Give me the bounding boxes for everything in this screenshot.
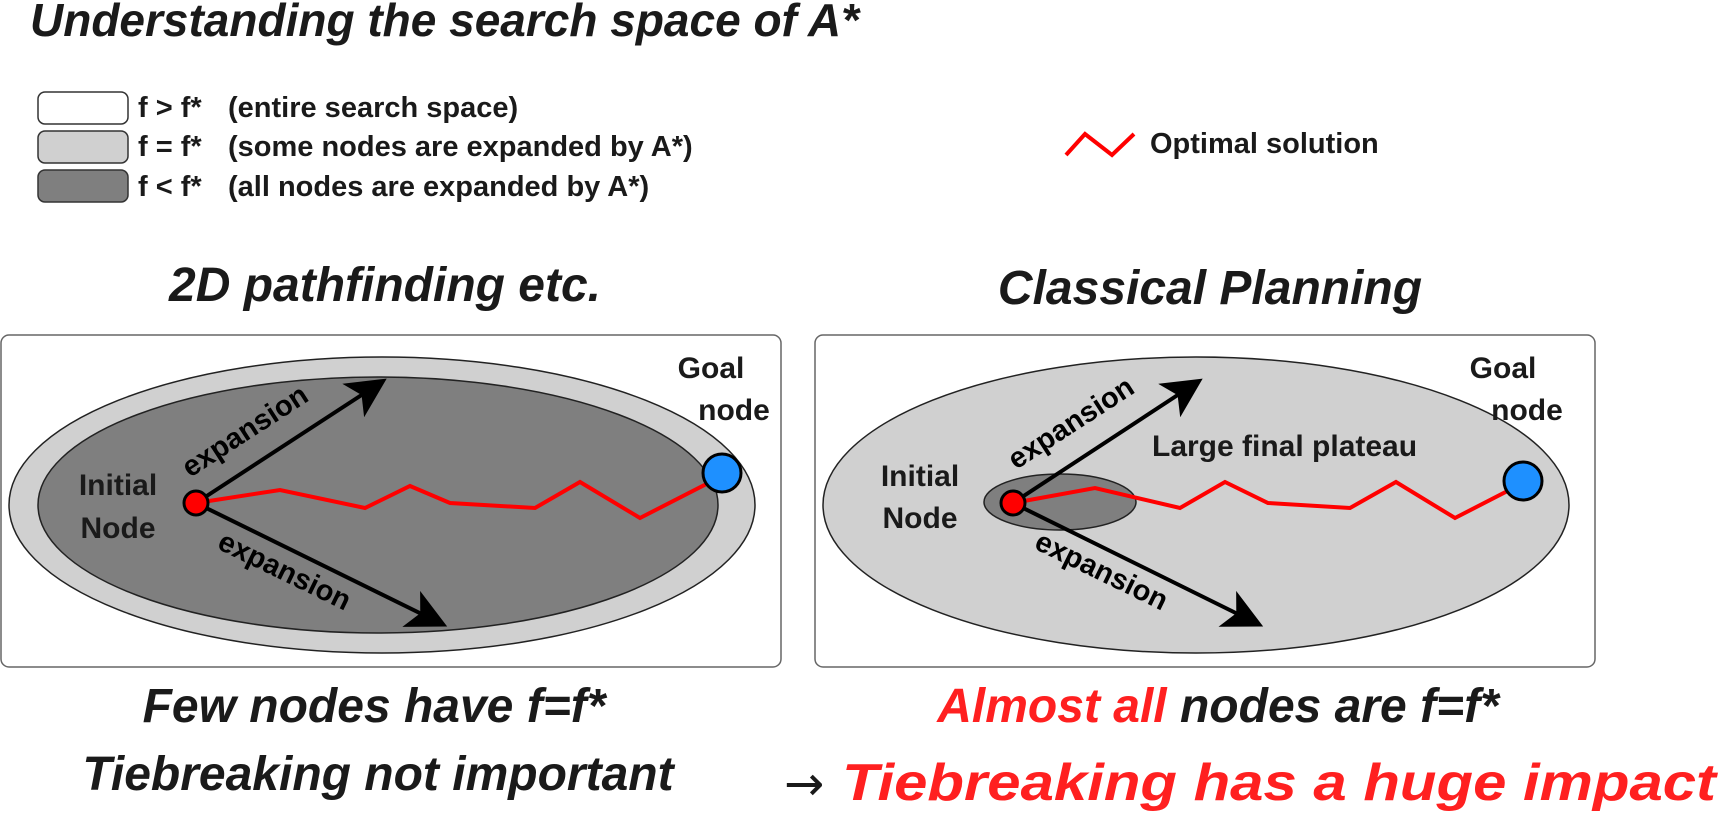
right-panel-heading: Classical Planning [998, 262, 1422, 315]
right-initial-node [999, 489, 1027, 517]
right-caption-1: Almost all nodes are f=f* [936, 680, 1501, 733]
right-optimal-path [1012, 479, 1526, 521]
right-caption-1-rest: nodes are f=f* [1167, 680, 1501, 733]
right-outer-region [822, 356, 1570, 654]
right-caption-1-emphasis: Almost all [936, 680, 1168, 733]
left-panel: expansion expansion Initial Node Goal no… [0, 334, 782, 668]
left-initial-label-2: Node [81, 512, 156, 545]
right-goal-label-1: Goal [1470, 352, 1537, 385]
right-expansion-lower-arrow [1012, 501, 1264, 627]
right-goal-node [1502, 460, 1544, 502]
left-expansion-upper-arrow [194, 378, 387, 505]
legend-swatch-light [37, 130, 129, 164]
left-initial-label-1: Initial [79, 469, 157, 502]
left-initial-node [182, 489, 210, 517]
right-plateau-label: Large final plateau [1152, 430, 1417, 463]
right-caption-2: Tiebreaking has a huge impact [842, 754, 1719, 812]
optimal-solution-legend-label: Optimal solution [1150, 128, 1379, 160]
left-goal-label-1: Goal [678, 352, 745, 385]
left-panel-heading: 2D pathfinding etc. [168, 259, 601, 312]
legend-symbol-1: f > f* [138, 92, 202, 124]
right-initial-label-2: Node [883, 502, 958, 535]
legend-swatch-dark [37, 169, 129, 203]
right-goal-label-2: node [1491, 394, 1563, 427]
left-goal-node [701, 452, 743, 494]
right-panel: expansion expansion Large final plateau … [814, 334, 1596, 668]
legend-symbol-2: f = f* [138, 131, 202, 163]
right-expansion-upper-arrow [1011, 378, 1203, 505]
legend-desc-3: (all nodes are expanded by A*) [228, 171, 649, 203]
legend-desc-1: (entire search space) [228, 92, 518, 124]
right-caption-2-arrow: → [784, 756, 824, 812]
legend: f > f* (entire search space) f = f* (som… [37, 91, 1379, 203]
left-inner-region [37, 376, 719, 634]
legend-desc-2: (some nodes are expanded by A*) [228, 131, 693, 163]
left-goal-label-2: node [698, 394, 770, 427]
left-expansion-lower-arrow [195, 501, 448, 627]
left-optimal-path [195, 474, 723, 521]
legend-swatch-white [37, 91, 129, 125]
page-title: Understanding the search space of A* [30, 0, 861, 46]
left-caption-1: Few nodes have f=f* [143, 680, 608, 733]
left-caption-2: Tiebreaking not important [82, 748, 675, 801]
right-initial-label-1: Initial [881, 460, 959, 493]
legend-symbol-3: f < f* [138, 171, 202, 203]
optimal-solution-legend-line [1064, 131, 1136, 158]
